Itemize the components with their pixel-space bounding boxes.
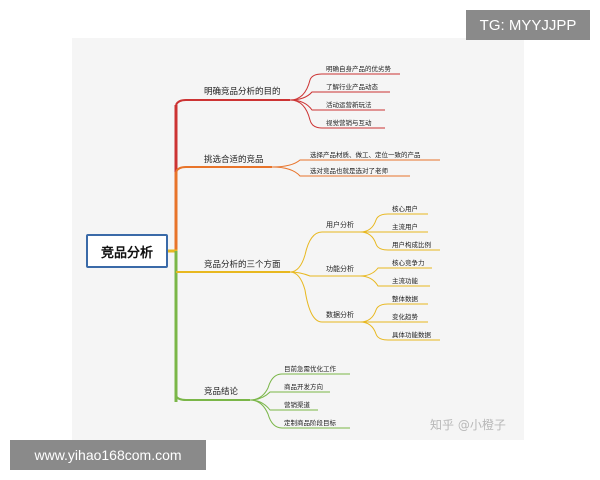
root-node: 竞品分析 bbox=[86, 234, 168, 268]
leaf-node: 具体功能数据 bbox=[392, 331, 431, 339]
leaf-node: 用户构成比例 bbox=[392, 241, 431, 249]
branch-node-aspects: 竞品分析的三个方面 bbox=[204, 260, 281, 270]
branch3-children-lines bbox=[289, 213, 440, 341]
leaf-node: 选择产品材质、做工、定位一致的产品 bbox=[310, 151, 421, 159]
leaf-node: 视觉营销与互动 bbox=[326, 119, 372, 127]
leaf-node: 目前急需优化工作 bbox=[284, 365, 336, 373]
branch-node-purpose: 明确竞品分析的目的 bbox=[204, 87, 281, 97]
branch-node-conclusion: 竞品结论 bbox=[204, 387, 239, 397]
leaf-node: 选对竞品也就是选对了老师 bbox=[310, 167, 388, 175]
sub-node-function-analysis: 功能分析 bbox=[326, 265, 354, 273]
leaf-node: 营销渠道 bbox=[284, 401, 310, 409]
leaf-node: 核心用户 bbox=[392, 205, 418, 213]
leaf-node: 主流用户 bbox=[392, 223, 418, 231]
branch4-children-lines bbox=[249, 373, 350, 429]
tg-watermark: TG: MYYJJPP bbox=[466, 10, 590, 40]
branch2-children-lines bbox=[271, 159, 440, 177]
branch1-children-lines bbox=[289, 73, 400, 129]
sub-node-user-analysis: 用户分析 bbox=[326, 221, 354, 229]
branch2-curve bbox=[175, 166, 272, 173]
zhihu-watermark: 知乎 @小橙子 bbox=[430, 418, 506, 432]
leaf-node: 整体数据 bbox=[392, 295, 418, 303]
branch4-curve bbox=[175, 395, 250, 401]
leaf-node: 定制商品阶段目标 bbox=[284, 419, 336, 427]
sub-node-data-analysis: 数据分析 bbox=[326, 311, 354, 319]
branch1-curve bbox=[175, 99, 290, 106]
site-watermark: www.yihao168com.com bbox=[10, 440, 206, 470]
leaf-node: 核心竞争力 bbox=[392, 259, 425, 267]
leaf-node: 变化趋势 bbox=[392, 313, 418, 321]
leaf-node: 主流功能 bbox=[392, 277, 418, 285]
leaf-node: 了解行业产品动态 bbox=[326, 83, 378, 91]
leaf-node: 活动运营新玩法 bbox=[326, 101, 372, 109]
leaf-node: 明确自身产品的优劣势 bbox=[326, 65, 391, 73]
leaf-node: 商品开发方向 bbox=[284, 383, 323, 391]
branch-node-select: 挑选合适的竞品 bbox=[204, 155, 264, 165]
